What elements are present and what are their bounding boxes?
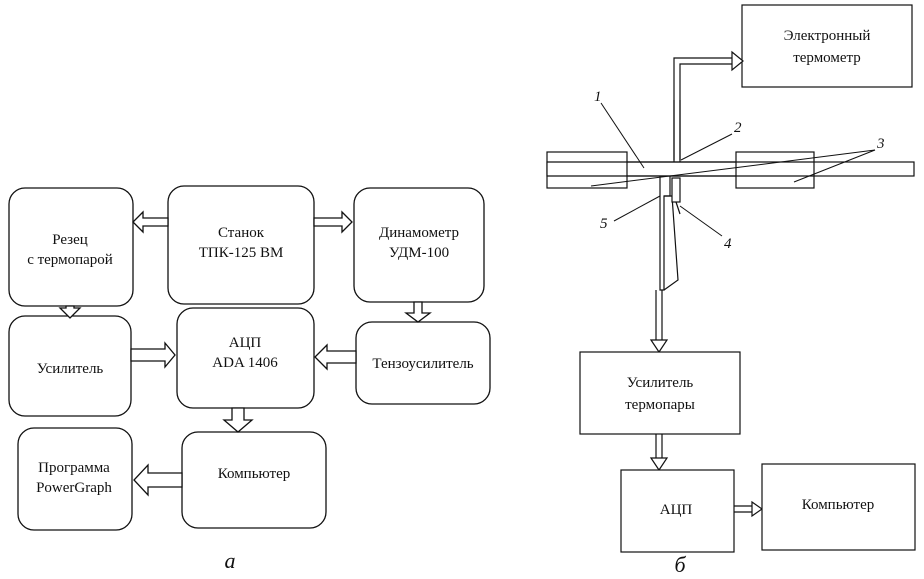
arrow-cutter-to-amplifier bbox=[58, 305, 82, 319]
arrow-amp-to-adc bbox=[649, 457, 669, 472]
thermometer-block bbox=[741, 4, 913, 88]
machine-label-2: ТПК-125 ВМ bbox=[199, 245, 284, 261]
wire-to-amplifier bbox=[655, 290, 663, 340]
program-label-1: Программа bbox=[38, 460, 110, 476]
arrow-to-thermometer bbox=[731, 50, 744, 72]
leader-3a bbox=[590, 149, 876, 187]
arrow-adc-to-computer-b bbox=[751, 500, 764, 518]
cutter-label-2: с термопарой bbox=[27, 252, 113, 268]
adc-block bbox=[176, 307, 315, 409]
label-2: 2 bbox=[734, 120, 742, 136]
label-5: 5 bbox=[600, 216, 608, 232]
diagram-b bbox=[546, 4, 916, 553]
machine-block bbox=[167, 185, 315, 305]
program-block bbox=[17, 427, 133, 531]
wire-adc-to-computer bbox=[734, 505, 752, 513]
tc-amplifier-label-1: Усилитель bbox=[627, 375, 694, 391]
machine-label-1: Станок bbox=[218, 225, 265, 241]
tc-amplifier-label-2: термопары bbox=[625, 397, 695, 413]
cutter-label-1: Резец bbox=[52, 232, 88, 248]
leader-3b bbox=[793, 149, 876, 183]
wire-to-thermometer bbox=[673, 57, 732, 160]
b-adc-block bbox=[620, 469, 735, 553]
program-label-2: PowerGraph bbox=[36, 480, 112, 496]
amplifier-label: Усилитель bbox=[37, 361, 104, 377]
computer-label: Компьютер bbox=[218, 466, 291, 482]
thermocouple-4 bbox=[671, 177, 681, 203]
arrow-dynamometer-to-strain bbox=[404, 301, 432, 323]
b-computer-block bbox=[761, 463, 916, 551]
svg-text:Компьютер: Компьютер bbox=[218, 466, 291, 482]
b-adc-label: АЦП bbox=[660, 502, 693, 518]
leader-5 bbox=[613, 195, 661, 222]
tc-amplifier-block bbox=[579, 351, 741, 435]
leader-2 bbox=[680, 133, 733, 161]
caption-b: б bbox=[674, 552, 686, 577]
leader-1 bbox=[600, 102, 645, 169]
svg-text:Тензоусилитель: Тензоусилитель bbox=[372, 356, 473, 372]
leader-4 bbox=[679, 205, 723, 237]
arrow-machine-to-cutter bbox=[132, 210, 169, 234]
svg-text:Компьютер: Компьютер bbox=[802, 497, 875, 513]
svg-text:Усилитель: Усилитель bbox=[37, 361, 104, 377]
svg-text:АЦП: АЦП bbox=[660, 502, 693, 518]
arrow-to-amplifier bbox=[649, 339, 669, 354]
b-computer-label: Компьютер bbox=[802, 497, 875, 513]
label-3: 3 bbox=[876, 136, 885, 152]
cutter-body bbox=[663, 195, 679, 291]
arrow-amplifier-to-adc bbox=[130, 341, 176, 369]
arrow-strain-to-adc bbox=[314, 343, 357, 371]
adc-label-1: АЦП bbox=[229, 335, 262, 351]
left-clamp bbox=[546, 151, 628, 189]
adc-label-2: ADA 1406 bbox=[212, 355, 278, 371]
diagram-a bbox=[8, 185, 491, 531]
arrow-adc-to-computer bbox=[222, 407, 254, 433]
wire-amp-to-adc bbox=[655, 434, 663, 458]
label-4: 4 bbox=[724, 236, 732, 252]
thermometer-label-2: термометр bbox=[793, 50, 861, 66]
label-1: 1 bbox=[594, 89, 602, 105]
strain-amp-label: Тензоусилитель bbox=[372, 356, 473, 372]
dynamometer-label-2: УДМ-100 bbox=[389, 245, 449, 261]
right-clamp bbox=[735, 151, 815, 189]
dynamometer-label-1: Динамометр bbox=[379, 225, 459, 241]
caption-a: а bbox=[225, 548, 236, 573]
arrow-computer-to-program bbox=[133, 463, 183, 497]
arrow-machine-to-dynamometer bbox=[313, 210, 353, 234]
thermometer-label-1: Электронный bbox=[784, 28, 871, 44]
cutter-tool bbox=[659, 176, 671, 291]
